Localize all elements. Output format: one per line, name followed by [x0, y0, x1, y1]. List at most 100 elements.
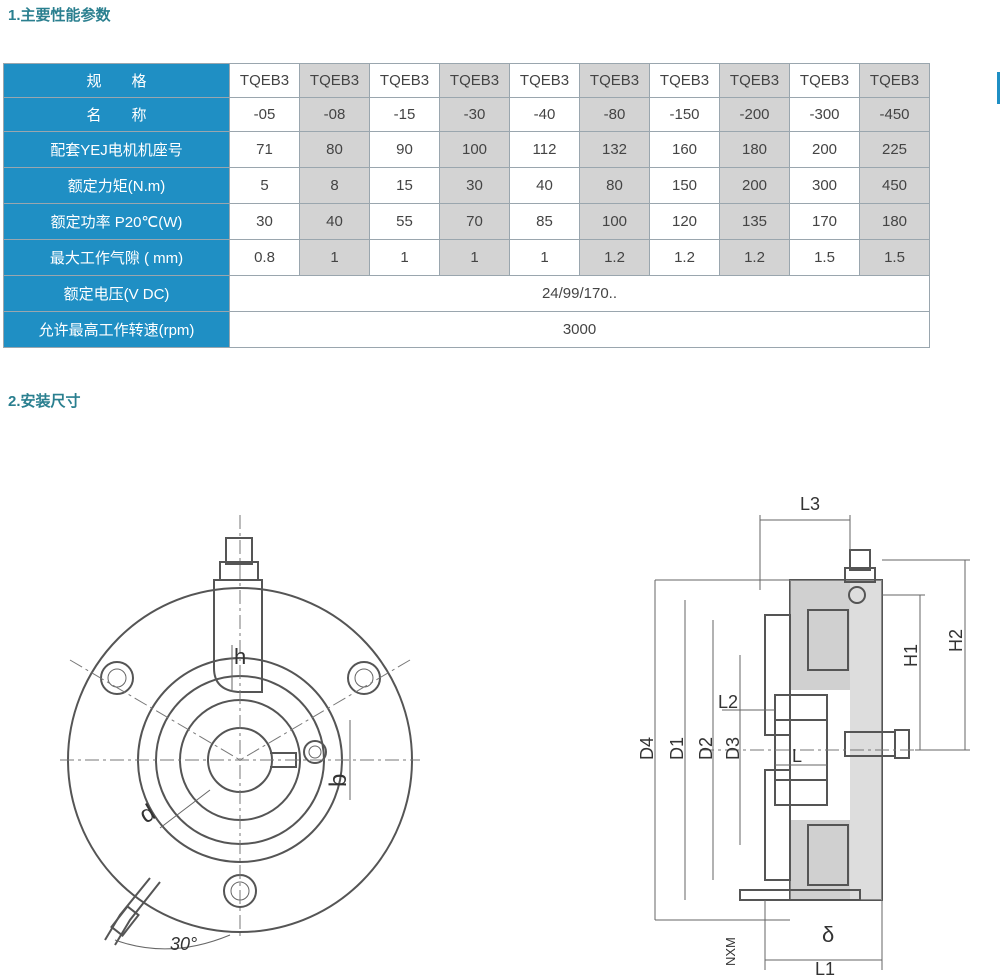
- table-cell: 15: [369, 167, 440, 204]
- row-label-spec: 规 格: [3, 63, 230, 98]
- label-L: L: [792, 746, 802, 766]
- model-bottom: -15: [369, 97, 440, 132]
- table-cell: 1.2: [579, 239, 650, 276]
- table-cell: 85: [509, 203, 580, 240]
- bolt-nut: [894, 729, 910, 759]
- table-row-name: 名 称 -05 -08 -15 -30 -40 -80 -150 -200 -3…: [3, 97, 930, 132]
- model-bottom: -05: [229, 97, 300, 132]
- table-cell: 180: [719, 131, 790, 168]
- model-bottom: -150: [649, 97, 720, 132]
- model-top: TQEB3: [719, 63, 790, 98]
- model-bottom: -80: [579, 97, 650, 132]
- table-row-frame: 配套YEJ电机机座号 71 80 90 100 112 132 160 180 …: [3, 131, 930, 168]
- label-H1: H1: [901, 644, 921, 667]
- table-cell: 55: [369, 203, 440, 240]
- table-row-voltage: 额定电压(V DC) 24/99/170..: [3, 275, 930, 312]
- label-delta: δ: [822, 922, 834, 947]
- table-cell: 30: [229, 203, 300, 240]
- centerline-diagonal: [239, 659, 411, 761]
- table-cell: 150: [649, 167, 720, 204]
- model-bottom: -40: [509, 97, 580, 132]
- label-L1: L1: [815, 959, 835, 979]
- friction-disc-top: [764, 614, 791, 736]
- mounting-hole: [303, 740, 327, 764]
- table-cell: 5: [229, 167, 300, 204]
- label-H2: H2: [946, 629, 966, 652]
- centerline-diagonal: [69, 659, 241, 761]
- edge-marker: [997, 72, 1000, 104]
- table-cell: 1.5: [859, 239, 930, 276]
- sensor-cable: [114, 881, 161, 946]
- table-cell: 71: [229, 131, 300, 168]
- row-label-speed: 允许最高工作转速(rpm): [3, 311, 230, 348]
- label-D2: D2: [696, 737, 716, 760]
- side-section-view: L3 H1 H2 D4 D1 D2 D3 L2 L L1 NXM δ: [637, 494, 970, 979]
- table-row-speed: 允许最高工作转速(rpm) 3000: [3, 311, 930, 348]
- model-top: TQEB3: [299, 63, 370, 98]
- lever-knob-side: [849, 549, 871, 571]
- model-bottom: -450: [859, 97, 930, 132]
- row-label-power: 额定功率 P20℃(W): [3, 203, 230, 240]
- row-label-name: 名 称: [3, 97, 230, 132]
- dimension-line-d: [159, 789, 211, 829]
- table-cell: 30: [439, 167, 510, 204]
- table-cell: 450: [859, 167, 930, 204]
- table-cell: 135: [719, 203, 790, 240]
- front-view: h b d 30°: [60, 515, 420, 954]
- housing-hatch-bottom: [790, 820, 850, 900]
- label-D3: D3: [723, 737, 743, 760]
- table-cell: 40: [299, 203, 370, 240]
- row-label-frame: 配套YEJ电机机座号: [3, 131, 230, 168]
- table-cell: 1.2: [649, 239, 720, 276]
- table-cell: 1: [299, 239, 370, 276]
- table-cell: 1: [369, 239, 440, 276]
- table-cell: 170: [789, 203, 860, 240]
- model-bottom: -08: [299, 97, 370, 132]
- coil-top: [807, 609, 849, 671]
- table-cell: 1.5: [789, 239, 860, 276]
- row-label-gap: 最大工作气隙 ( mm): [3, 239, 230, 276]
- release-lever: [213, 579, 263, 693]
- mounting-hole: [100, 661, 134, 695]
- housing-hatch-top: [790, 580, 850, 690]
- housing-hatch-right: [850, 580, 882, 900]
- table-cell: 40: [509, 167, 580, 204]
- table-cell: 70: [439, 203, 510, 240]
- section-title-performance: 1.主要性能参数: [8, 7, 111, 24]
- table-cell: 100: [439, 131, 510, 168]
- table-row-torque: 额定力矩(N.m) 5 8 15 30 40 80 150 200 300 45…: [3, 167, 930, 204]
- friction-disc-bottom: [764, 769, 791, 881]
- table-cell: 200: [789, 131, 860, 168]
- table-row-power: 额定功率 P20℃(W) 30 40 55 70 85 100 120 135 …: [3, 203, 930, 240]
- label-D1: D1: [667, 737, 687, 760]
- angle-arc: [114, 934, 231, 950]
- cable-gland: [110, 905, 140, 937]
- table-cell: 300: [789, 167, 860, 204]
- model-top: TQEB3: [649, 63, 720, 98]
- label-angle: 30°: [170, 934, 197, 954]
- table-cell: 132: [579, 131, 650, 168]
- table-row-gap: 最大工作气隙 ( mm) 0.8 1 1 1 1 1.2 1.2 1.2 1.5…: [3, 239, 930, 276]
- row-label-torque: 额定力矩(N.m): [3, 167, 230, 204]
- label-d: d: [135, 799, 160, 829]
- label-D4: D4: [637, 737, 657, 760]
- table-cell: 160: [649, 131, 720, 168]
- table-cell: 225: [859, 131, 930, 168]
- bottom-screw: [739, 889, 861, 901]
- model-top: TQEB3: [439, 63, 510, 98]
- lever-knob: [225, 537, 253, 565]
- section-title-dimensions: 2.安装尺寸: [8, 393, 81, 410]
- model-bottom: -300: [789, 97, 860, 132]
- table-cell: 200: [719, 167, 790, 204]
- lever-knob-base: [219, 561, 259, 581]
- installation-drawing: h b d 30°: [60, 494, 970, 979]
- model-top: TQEB3: [229, 63, 300, 98]
- lever-pivot: [848, 586, 866, 604]
- table-cell: 120: [649, 203, 720, 240]
- speed-value: 3000: [229, 311, 930, 348]
- table-cell: 90: [369, 131, 440, 168]
- model-top: TQEB3: [789, 63, 860, 98]
- label-h: h: [234, 644, 246, 669]
- table-cell: 80: [579, 167, 650, 204]
- lever-base-side: [844, 567, 876, 583]
